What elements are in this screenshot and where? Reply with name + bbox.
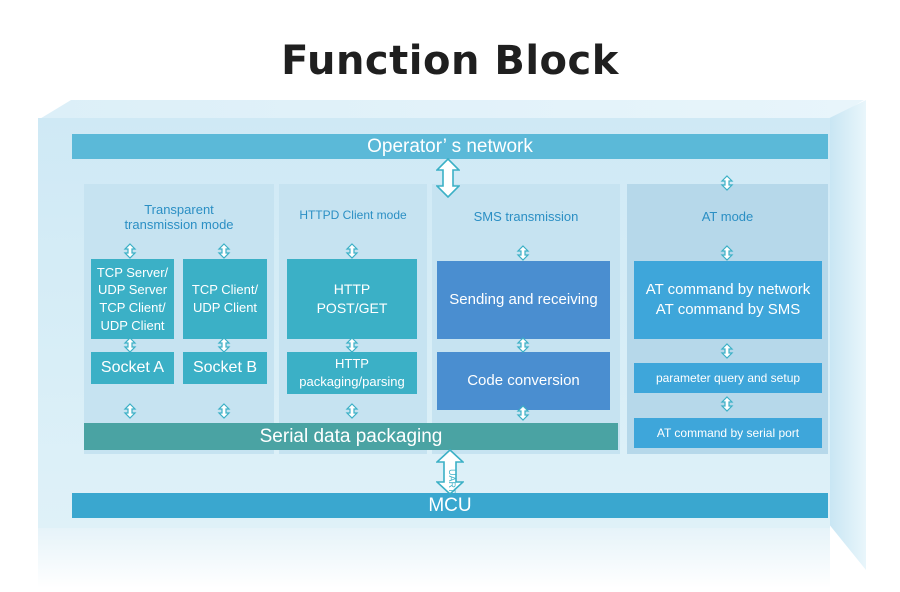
at-by-sms: AT command by SMS — [655, 301, 801, 318]
at-command-serial-port-box: AT command by serial port — [634, 418, 822, 448]
box-a-line4: UDP Client — [100, 317, 165, 333]
double-arrow-icon — [217, 403, 231, 419]
http-post-get-box: HTTP POST/GET — [287, 259, 417, 339]
double-arrow-icon — [516, 337, 530, 353]
httpd-mode-title: HTTPD Client mode — [299, 208, 407, 222]
box-a-line1: TCP Server/ — [96, 264, 169, 280]
tcp-udp-client-box: TCP Client/ UDP Client — [183, 259, 267, 339]
uart-arrow-icon — [434, 448, 466, 500]
slab-side-face — [828, 100, 866, 570]
double-arrow-icon — [720, 343, 734, 359]
http-pack-line2: packaging/parsing — [299, 374, 405, 389]
slab-reflection — [38, 528, 830, 588]
serial-data-packaging-bar: Serial data packaging — [84, 423, 618, 450]
http-pack-line1: HTTP — [335, 356, 369, 372]
double-arrow-icon — [516, 405, 530, 421]
double-arrow-icon — [720, 396, 734, 412]
sms-mode-title: SMS transmission — [473, 209, 579, 224]
socket-b-box: Socket B — [183, 352, 267, 384]
transparent-mode-title: Transparent transmission mode — [84, 202, 274, 232]
transparent-title-line2: transmission mode — [124, 217, 234, 232]
sending-receiving-box: Sending and receiving — [437, 261, 610, 339]
post-get-line: POST/GET — [316, 300, 388, 316]
double-arrow-icon — [345, 243, 359, 259]
double-arrow-icon — [217, 337, 231, 353]
double-arrow-icon — [345, 403, 359, 419]
double-arrow-icon — [123, 403, 137, 419]
uart-label: UART — [447, 469, 457, 494]
box-a-line2: UDP Server — [97, 282, 168, 298]
double-arrow-icon — [516, 245, 530, 261]
double-arrow-icon — [217, 243, 231, 259]
tcp-udp-server-client-box: TCP Server/ UDP Server TCP Client/ UDP C… — [91, 259, 174, 339]
double-arrow-icon — [123, 243, 137, 259]
parameter-query-setup-box: parameter query and setup — [634, 363, 822, 393]
box-b-line1: TCP Client/ — [191, 282, 259, 298]
http-packaging-parsing-box: HTTP packaging/parsing — [287, 352, 417, 394]
network-link-arrow-icon — [435, 157, 461, 203]
double-arrow-icon — [345, 337, 359, 353]
operator-network-bar: Operator’ s network — [72, 134, 828, 159]
double-arrow-icon — [123, 337, 137, 353]
code-conversion-box: Code conversion — [437, 352, 610, 410]
socket-a-box: Socket A — [91, 352, 174, 384]
slab-top-face — [38, 100, 864, 120]
at-mode-title: AT mode — [701, 209, 754, 224]
at-by-network: AT command by network — [645, 280, 811, 298]
box-a-line3: TCP Client/ — [99, 300, 166, 315]
transparent-title-line1: Transparent — [144, 202, 214, 217]
double-arrow-icon — [720, 245, 734, 261]
double-arrow-icon — [720, 175, 734, 191]
at-command-network-sms-box: AT command by network AT command by SMS — [634, 261, 822, 339]
mcu-bar: MCU — [72, 493, 828, 518]
page-title: Function Block — [281, 38, 619, 84]
box-b-line2: UDP Client — [192, 300, 258, 315]
http-line: HTTP — [333, 281, 371, 298]
